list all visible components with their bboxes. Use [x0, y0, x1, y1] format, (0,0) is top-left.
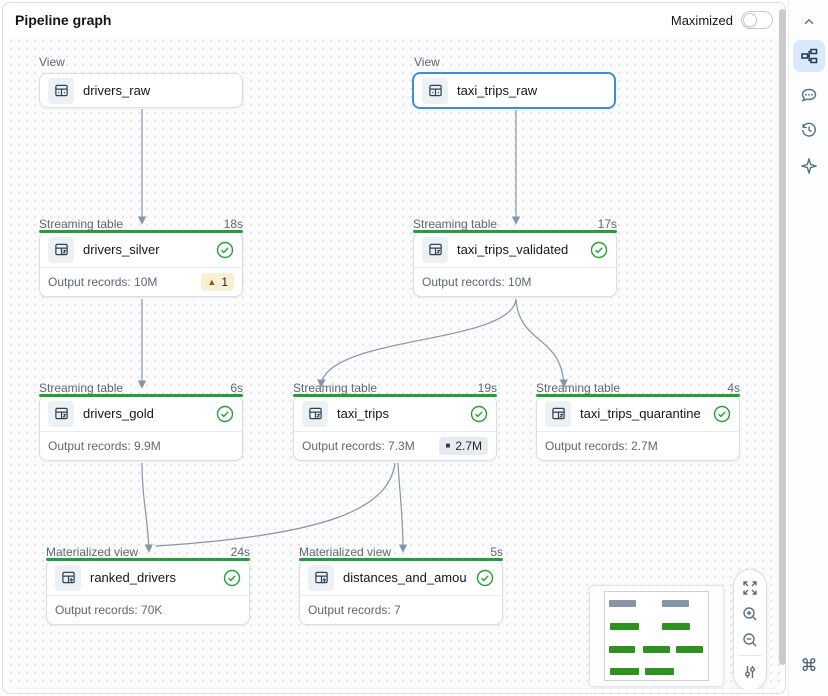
streaming-table-icon: [48, 400, 74, 427]
page-title: Pipeline graph: [15, 12, 112, 28]
output-records: Output records: 7.3M: [302, 439, 415, 453]
minimap-viewport: [604, 591, 709, 681]
graph-canvas[interactable]: View drivers_raw View: [7, 37, 781, 689]
maximized-toggle[interactable]: [741, 11, 773, 29]
success-check-icon: [590, 241, 608, 258]
toolbar-divider: [738, 655, 762, 657]
node-name: taxi_trips: [337, 406, 390, 421]
materialized-view-icon: [308, 564, 334, 591]
output-records: Output records: 2.7M: [545, 439, 658, 453]
node-name: taxi_trips_raw: [457, 83, 538, 98]
comments-icon: [801, 88, 817, 102]
output-records: Output records: 70K: [55, 603, 163, 617]
maximized-label: Maximized: [670, 12, 733, 28]
fit-view-icon[interactable]: [740, 578, 760, 598]
pipeline-graph-panel: Pipeline graph Maximized: [2, 2, 786, 694]
keyboard-shortcuts-button[interactable]: ⌘: [793, 650, 825, 682]
success-check-icon: [216, 405, 234, 422]
node-drivers-raw[interactable]: drivers_raw: [39, 73, 243, 108]
streaming-table-icon: [302, 400, 328, 427]
collapse-panel-button[interactable]: [793, 6, 825, 38]
materialized-view-icon: [55, 564, 81, 591]
toggle-knob: [743, 13, 757, 27]
view-table-icon: [48, 77, 74, 104]
edge-taxi-trips-to-ranked: [155, 462, 396, 547]
node-ranked-drivers[interactable]: ranked_drivers Output records: 70K: [46, 558, 250, 625]
success-check-icon: [223, 569, 241, 586]
node-name: drivers_gold: [83, 406, 154, 421]
node-name: taxi_trips_quarantine: [580, 406, 701, 421]
metric-badge[interactable]: ■2.7M: [439, 437, 488, 455]
lineage-graph-tab[interactable]: [793, 40, 825, 72]
node-name: ranked_drivers: [90, 570, 176, 585]
comments-tab[interactable]: [793, 79, 825, 111]
node-drivers-gold[interactable]: drivers_gold Output records: 9.9M: [39, 394, 243, 461]
graph-settings-icon[interactable]: [740, 662, 760, 682]
edge-validated-to-quarantine: [515, 298, 568, 388]
panel-header: Pipeline graph Maximized: [3, 3, 785, 37]
square-icon: ■: [445, 441, 451, 450]
vertical-scrollbar[interactable]: [779, 9, 786, 665]
history-icon: [802, 122, 816, 137]
node-name: taxi_trips_validated: [457, 242, 569, 257]
assistant-tab[interactable]: [793, 150, 825, 182]
output-records: Output records: 10M: [48, 275, 158, 289]
node-name: drivers_raw: [83, 83, 151, 98]
edge-gold-to-ranked: [141, 462, 153, 553]
warning-triangle-icon: ▲: [207, 276, 217, 287]
edge-taxi-trips-to-distances: [397, 462, 408, 553]
zoom-toolbar: [733, 569, 767, 689]
success-check-icon: [216, 241, 234, 258]
success-check-icon: [713, 405, 731, 422]
node-taxi-trips[interactable]: taxi_trips Output records: 7.3M ■2.7M: [293, 394, 497, 461]
view-table-icon: [422, 77, 448, 104]
zoom-in-icon[interactable]: [740, 604, 760, 624]
node-taxi-trips-raw[interactable]: taxi_trips_raw: [412, 72, 616, 109]
success-check-icon: [476, 569, 494, 586]
sparkle-icon: [801, 158, 817, 174]
command-shortcut-icon: ⌘: [800, 656, 818, 675]
node-type-label: View: [39, 55, 65, 69]
lineage-graph-icon: [801, 48, 818, 64]
zoom-out-icon[interactable]: [740, 630, 760, 650]
node-name: distances_and_amounts_b...: [343, 570, 467, 585]
edge-validated-to-taxi-trips: [317, 298, 517, 388]
streaming-table-icon: [422, 236, 448, 263]
minimap[interactable]: [589, 585, 724, 687]
node-distances-and-amounts[interactable]: distances_and_amounts_b... Output record…: [299, 558, 503, 625]
node-name: drivers_silver: [83, 242, 160, 257]
node-taxi-trips-validated[interactable]: taxi_trips_validated Output records: 10M: [413, 230, 617, 297]
right-sidebar: ⌘: [788, 0, 828, 696]
streaming-table-icon: [48, 236, 74, 263]
node-drivers-silver[interactable]: drivers_silver Output records: 10M ▲1: [39, 230, 243, 297]
success-check-icon: [470, 405, 488, 422]
chevron-up-icon: [804, 18, 814, 25]
output-records: Output records: 9.9M: [48, 439, 161, 453]
output-records: Output records: 10M: [422, 275, 532, 289]
output-records: Output records: 7: [308, 603, 401, 617]
history-tab[interactable]: [793, 114, 825, 146]
streaming-table-icon: [545, 400, 571, 427]
node-type-label: View: [414, 55, 440, 69]
node-taxi-trips-quarantine[interactable]: taxi_trips_quarantine Output records: 2.…: [536, 394, 740, 461]
warning-badge[interactable]: ▲1: [201, 273, 234, 291]
